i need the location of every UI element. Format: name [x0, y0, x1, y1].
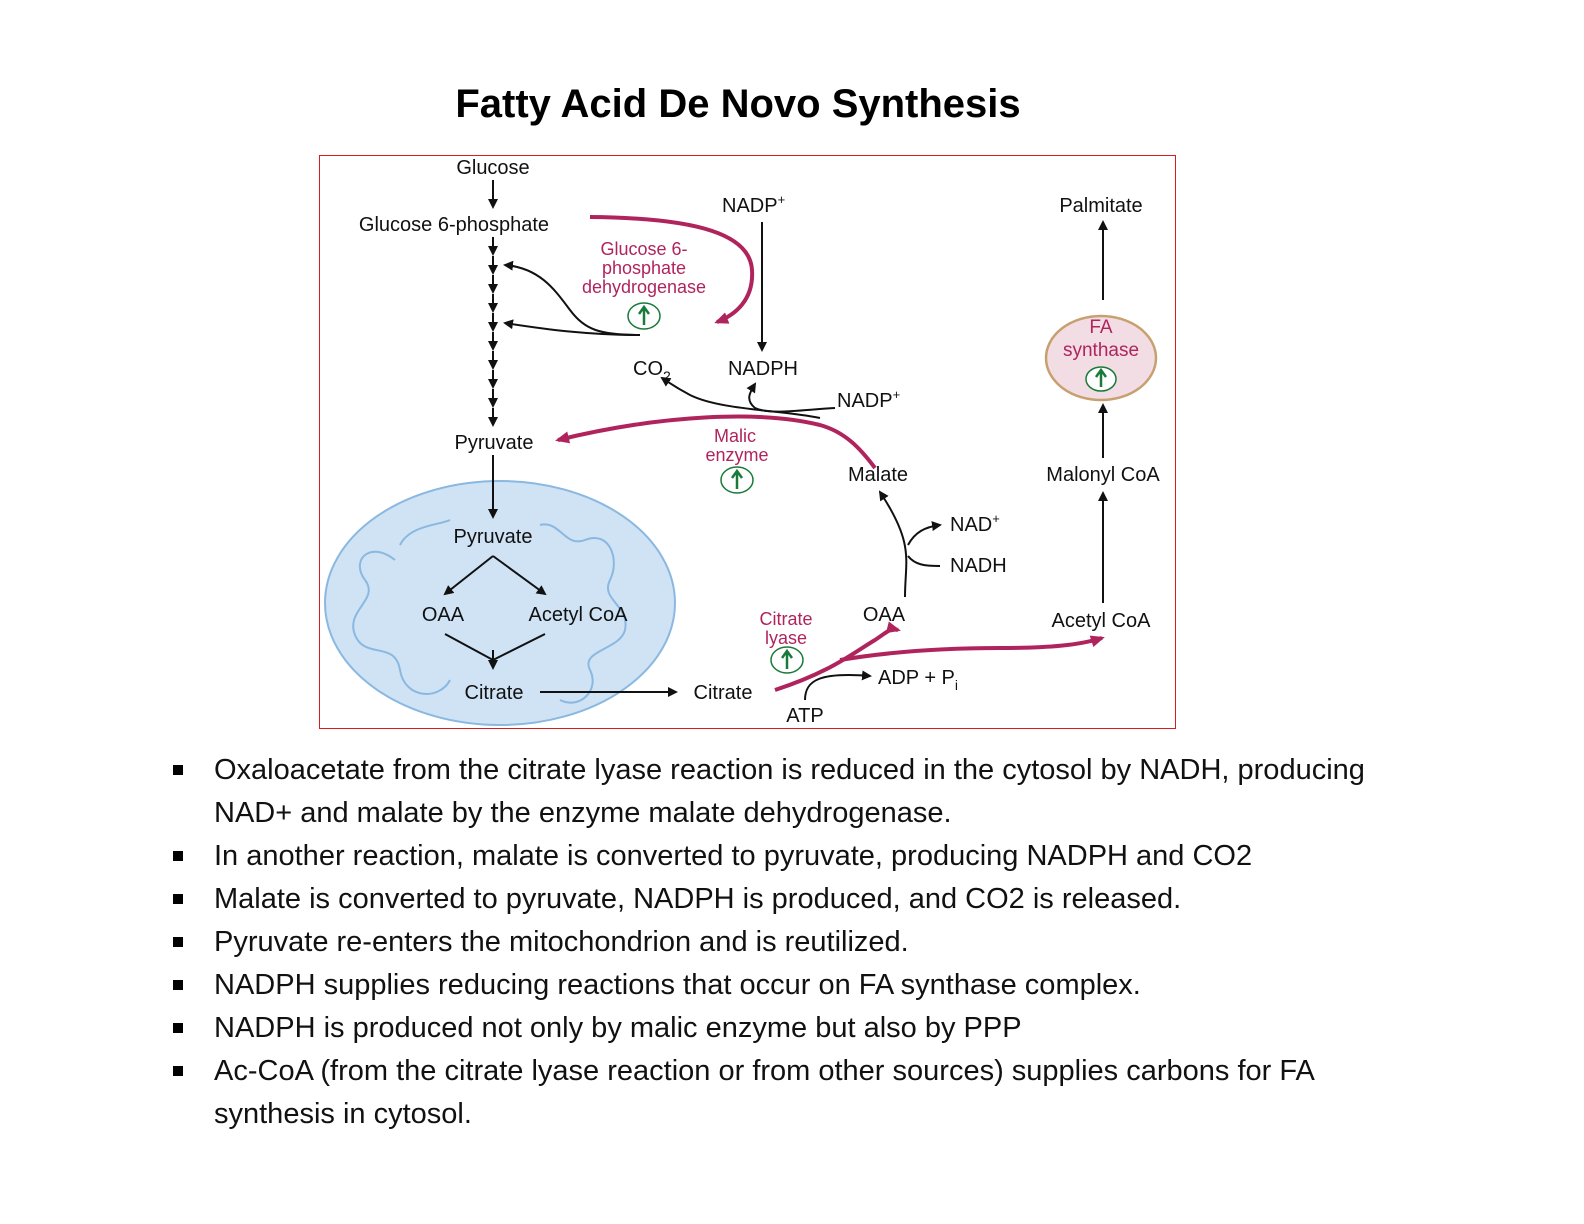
malic-enzyme-up-icon	[720, 466, 754, 494]
label-palmitate: Palmitate	[1059, 195, 1142, 217]
bullet-item: NADPH is produced not only by malic enzy…	[170, 1007, 1430, 1050]
label-malonyl-coa: Malonyl CoA	[1046, 464, 1160, 486]
g6pd-up-icon	[627, 302, 661, 330]
bullet-item: Malate is converted to pyruvate, NADPH i…	[170, 878, 1430, 921]
label-acetyl-coa-cytosol: Acetyl CoA	[1052, 610, 1152, 632]
label-pyruvate-mito: Pyruvate	[454, 526, 533, 548]
mitochondrion	[324, 480, 676, 726]
slide-title: Fatty Acid De Novo Synthesis	[455, 82, 1021, 126]
fa-synthase-label-1: FA	[1089, 317, 1113, 338]
label-malic-enzyme-1: Malic	[714, 426, 756, 446]
label-citrate-mito: Citrate	[465, 682, 524, 704]
bullet-item: In another reaction, malate is converted…	[170, 835, 1430, 878]
glycolysis-arrows	[443, 180, 1108, 701]
fa-synthase-label-2: synthase	[1063, 340, 1139, 361]
label-adp-pi: ADP + Pi	[878, 667, 958, 693]
label-atp: ATP	[786, 705, 823, 727]
fa-synthase-node: FA synthase	[1044, 314, 1158, 402]
enzyme-arrows	[555, 215, 1105, 692]
label-nadp-top: NADP+	[722, 192, 785, 217]
label-citrate-cytosol: Citrate	[694, 682, 753, 704]
bullet-item: Pyruvate re-enters the mitochondrion and…	[170, 921, 1430, 964]
bullet-list: Oxaloacetate from the citrate lyase reac…	[170, 749, 1430, 1136]
bullet-item: NADPH supplies reducing reactions that o…	[170, 964, 1430, 1007]
label-glucose-6-phosphate: Glucose 6-phosphate	[359, 214, 549, 236]
label-oaa-mito: OAA	[422, 604, 465, 626]
pathway-diagram-frame	[319, 155, 1176, 729]
label-glucose: Glucose	[456, 157, 529, 179]
label-nad-plus: NAD+	[950, 511, 1000, 536]
label-pyruvate-cytosol: Pyruvate	[455, 432, 534, 454]
label-g6pd-3: dehydrogenase	[582, 277, 706, 297]
label-citrate-lyase-2: lyase	[765, 628, 807, 648]
bullet-item: Oxaloacetate from the citrate lyase reac…	[170, 749, 1430, 835]
label-nadh: NADH	[950, 555, 1007, 577]
citrate-lyase-up-icon	[770, 646, 804, 674]
label-malic-enzyme-2: enzyme	[705, 445, 768, 465]
label-oaa-cytosol: OAA	[863, 604, 906, 626]
label-nadph: NADPH	[728, 358, 798, 380]
label-co2: CO2	[633, 358, 671, 384]
label-g6pd-1: Glucose 6-	[600, 239, 687, 259]
label-acetyl-coa-mito: Acetyl CoA	[529, 604, 629, 626]
label-g6pd-2: phosphate	[602, 258, 686, 278]
label-malate: Malate	[848, 464, 908, 486]
label-nadp-mid: NADP+	[837, 387, 900, 412]
up-regulation-icon	[1085, 366, 1117, 392]
bullet-item: Ac-CoA (from the citrate lyase reaction …	[170, 1050, 1430, 1136]
label-citrate-lyase-1: Citrate	[759, 609, 812, 629]
